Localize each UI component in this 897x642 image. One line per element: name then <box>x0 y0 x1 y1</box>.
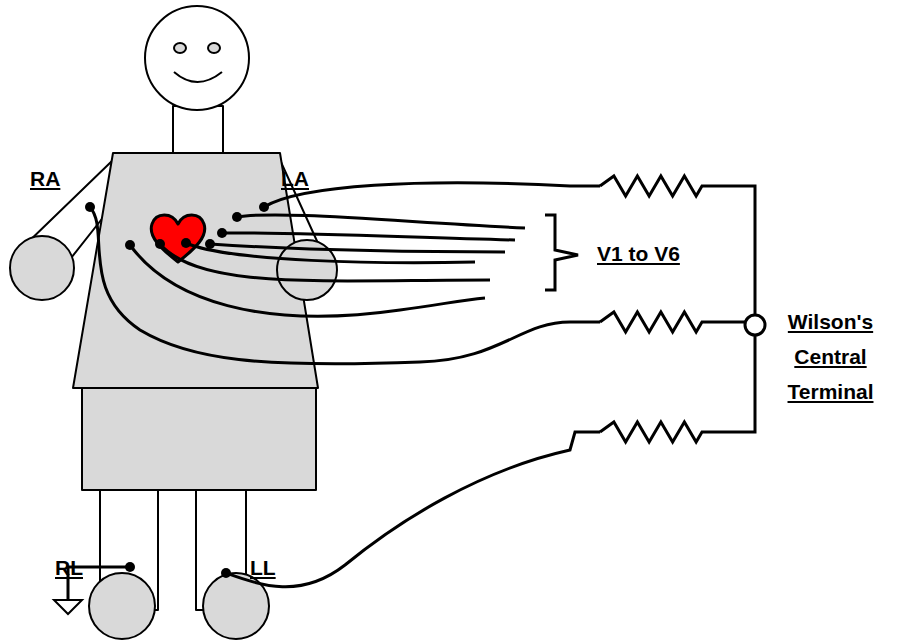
electrode <box>205 239 215 249</box>
ground-symbol <box>54 600 82 614</box>
ra-wire <box>90 207 600 364</box>
eye <box>174 43 186 53</box>
electrode <box>259 202 269 212</box>
resistor-symbol <box>600 176 710 196</box>
bus-wire <box>710 335 755 432</box>
eye <box>208 43 220 53</box>
electrode <box>221 568 231 578</box>
la-wire <box>264 183 600 207</box>
central-terminal-node <box>745 315 765 335</box>
lead-group-label: V1 to V6 <box>597 241 680 266</box>
electrode <box>217 228 227 238</box>
electrode <box>232 212 242 222</box>
terminal-label: Wilson's Central Terminal <box>768 304 893 409</box>
resistor-symbol <box>600 422 710 442</box>
heart <box>151 215 205 262</box>
foot <box>89 573 155 639</box>
hips <box>82 388 316 490</box>
electrodes <box>85 202 269 578</box>
resistor-group <box>600 176 710 442</box>
head <box>145 6 249 110</box>
electrode <box>181 238 191 248</box>
bus-wire <box>710 186 755 315</box>
chest-wire <box>222 233 515 240</box>
electrode-label: LA <box>281 166 309 191</box>
resistor-symbol <box>600 312 710 332</box>
electrode <box>155 239 165 249</box>
hand <box>10 236 74 300</box>
lead-wires <box>54 183 755 614</box>
chest-wire <box>186 243 475 263</box>
electrode-label: LL <box>250 555 276 580</box>
chest-wire <box>160 244 490 281</box>
smile <box>174 72 222 82</box>
chest-wire <box>130 245 485 316</box>
electrode-label: RA <box>30 166 60 191</box>
chest-wire <box>237 215 525 228</box>
ll-wire <box>226 432 600 587</box>
bracket <box>545 215 578 290</box>
electrode <box>125 562 135 572</box>
bus-wire <box>710 321 745 324</box>
neck <box>173 106 223 154</box>
chest-wire <box>210 244 505 252</box>
electrode <box>125 240 135 250</box>
electrode <box>85 202 95 212</box>
electrode-label: RL <box>55 555 83 580</box>
